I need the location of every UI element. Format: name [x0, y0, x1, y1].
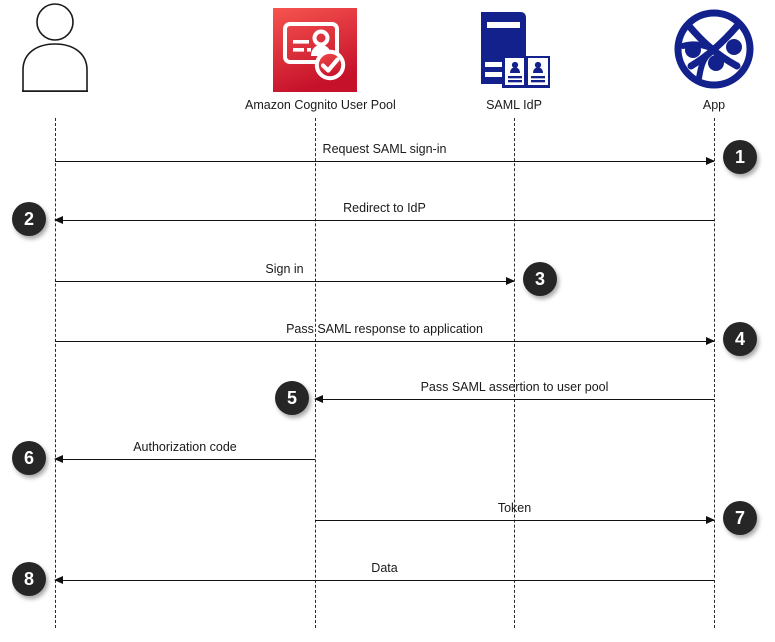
step-badge-8: 8 [12, 562, 46, 596]
actor-idp: SAML IdP [444, 0, 584, 112]
message-label-7: Token [497, 501, 532, 515]
saml-idp-icon [444, 0, 584, 92]
actor-app: App [644, 0, 775, 112]
message-line-6 [55, 459, 315, 460]
message-label-1: Request SAML sign-in [322, 142, 447, 156]
step-badge-6: 6 [12, 441, 46, 475]
lifeline-app [714, 118, 715, 628]
actor-label-cognito: Amazon Cognito User Pool [245, 98, 396, 112]
amazon-cognito-icon [245, 0, 385, 92]
message-line-1 [55, 161, 714, 162]
arrowhead-left-icon [54, 575, 63, 584]
actor-user [0, 0, 125, 98]
message-line-5 [315, 399, 714, 400]
arrowhead-right-icon [706, 515, 715, 524]
message-label-3: Sign in [265, 262, 304, 276]
step-badge-4: 4 [723, 322, 757, 356]
step-badge-1: 1 [723, 140, 757, 174]
step-badge-5: 5 [275, 381, 309, 415]
message-label-5: Pass SAML assertion to user pool [420, 380, 609, 394]
actor-cognito: Amazon Cognito User Pool [245, 0, 396, 112]
arrowhead-right-icon [706, 336, 715, 345]
arrowhead-right-icon [506, 276, 515, 285]
message-line-3 [55, 281, 514, 282]
arrowhead-left-icon [54, 454, 63, 463]
step-badge-3: 3 [523, 262, 557, 296]
message-label-6: Authorization code [133, 440, 237, 454]
message-label-4: Pass SAML response to application [286, 322, 483, 336]
message-line-7 [315, 520, 714, 521]
message-line-2 [55, 220, 714, 221]
step-badge-7: 7 [723, 501, 757, 535]
user-person-icon [0, 0, 125, 92]
lifeline-idp [514, 118, 515, 628]
actor-label-app: App [702, 98, 726, 112]
message-label-2: Redirect to IdP [343, 201, 426, 215]
lifeline-cognito [315, 118, 316, 628]
step-badge-2: 2 [12, 202, 46, 236]
message-line-4 [55, 341, 714, 342]
app-globe-icon [644, 0, 775, 92]
arrowhead-left-icon [314, 394, 323, 403]
lifeline-user [55, 118, 56, 628]
message-line-8 [55, 580, 714, 581]
arrowhead-left-icon [54, 215, 63, 224]
arrowhead-right-icon [706, 156, 715, 165]
message-label-8: Data [371, 561, 398, 575]
actor-label-idp: SAML IdP [486, 98, 542, 112]
